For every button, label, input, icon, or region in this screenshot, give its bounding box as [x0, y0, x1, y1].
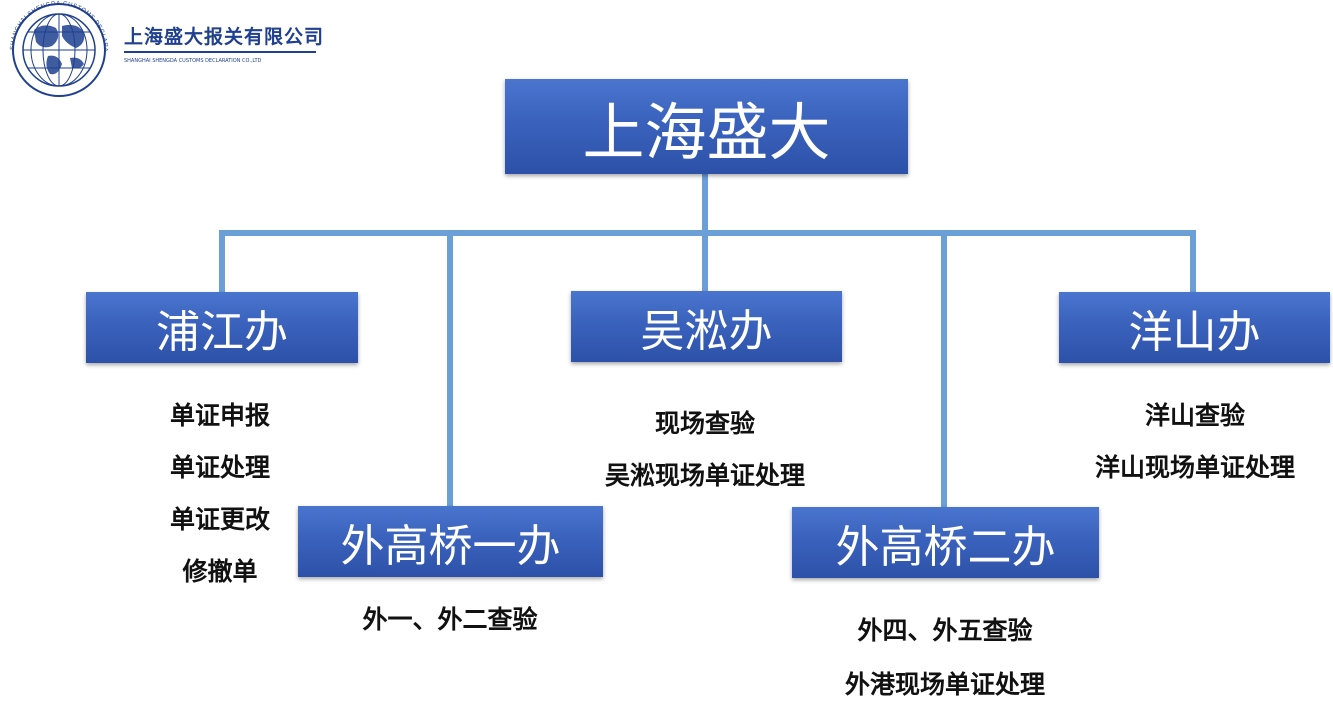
org-node-pujiang-label: 浦江办	[156, 306, 288, 358]
logo-divider	[124, 51, 316, 53]
org-node-wgq2: 外高桥二办	[792, 507, 1099, 578]
duty-item: 吴淞现场单证处理	[604, 461, 805, 490]
org-node-root: 上海盛大	[505, 79, 908, 174]
org-node-pujiang: 浦江办	[86, 292, 358, 363]
globe-logo-icon: SHANGHAI SHENGDA CUSTOMS DECLARATION CO.…	[0, 0, 107, 97]
company-name-en: SHANGHAI SHENGDA CUSTOMS DECLARATION CO.…	[124, 58, 262, 64]
org-node-yangshan-label: 洋山办	[1128, 306, 1261, 358]
org-node-root-label: 上海盛大	[582, 95, 831, 169]
duty-item: 洋山现场单证处理	[1094, 453, 1295, 482]
duty-item: 外四、外五查验	[857, 616, 1033, 645]
duty-item: 洋山查验	[1144, 401, 1245, 430]
company-name: 上海盛大报关有限公司	[124, 26, 325, 48]
pujiang-duties: 单证申报 单证处理 单证更改 修撤单	[120, 390, 320, 598]
wusong-duties: 现场查验 吴淞现场单证处理	[555, 398, 855, 502]
duty-item: 外港现场单证处理	[844, 670, 1045, 699]
org-node-wgq1-label: 外高桥一办	[340, 520, 561, 572]
duty-item: 单证申报	[169, 401, 270, 430]
yangshan-duties: 洋山查验 洋山现场单证处理	[1045, 390, 1333, 494]
company-logo: SHANGHAI SHENGDA CUSTOMS DECLARATION CO.…	[0, 0, 330, 100]
org-node-wgq2-label: 外高桥二办	[835, 521, 1056, 573]
org-node-yangshan: 洋山办	[1059, 292, 1330, 363]
duty-item: 单证更改	[169, 505, 270, 534]
org-node-wgq1: 外高桥一办	[298, 506, 603, 577]
org-node-wusong: 吴淞办	[571, 291, 842, 362]
wgq1-duties: 外一、外二查验	[300, 600, 600, 640]
duty-item: 修撤单	[182, 557, 258, 586]
duty-item: 现场查验	[654, 409, 755, 438]
duty-item: 外一、外二查验	[362, 605, 538, 634]
duty-item: 单证处理	[169, 453, 270, 482]
wgq2-duties: 外四、外五查验 外港现场单证处理	[795, 604, 1095, 712]
org-node-wusong-label: 吴淞办	[640, 305, 773, 357]
